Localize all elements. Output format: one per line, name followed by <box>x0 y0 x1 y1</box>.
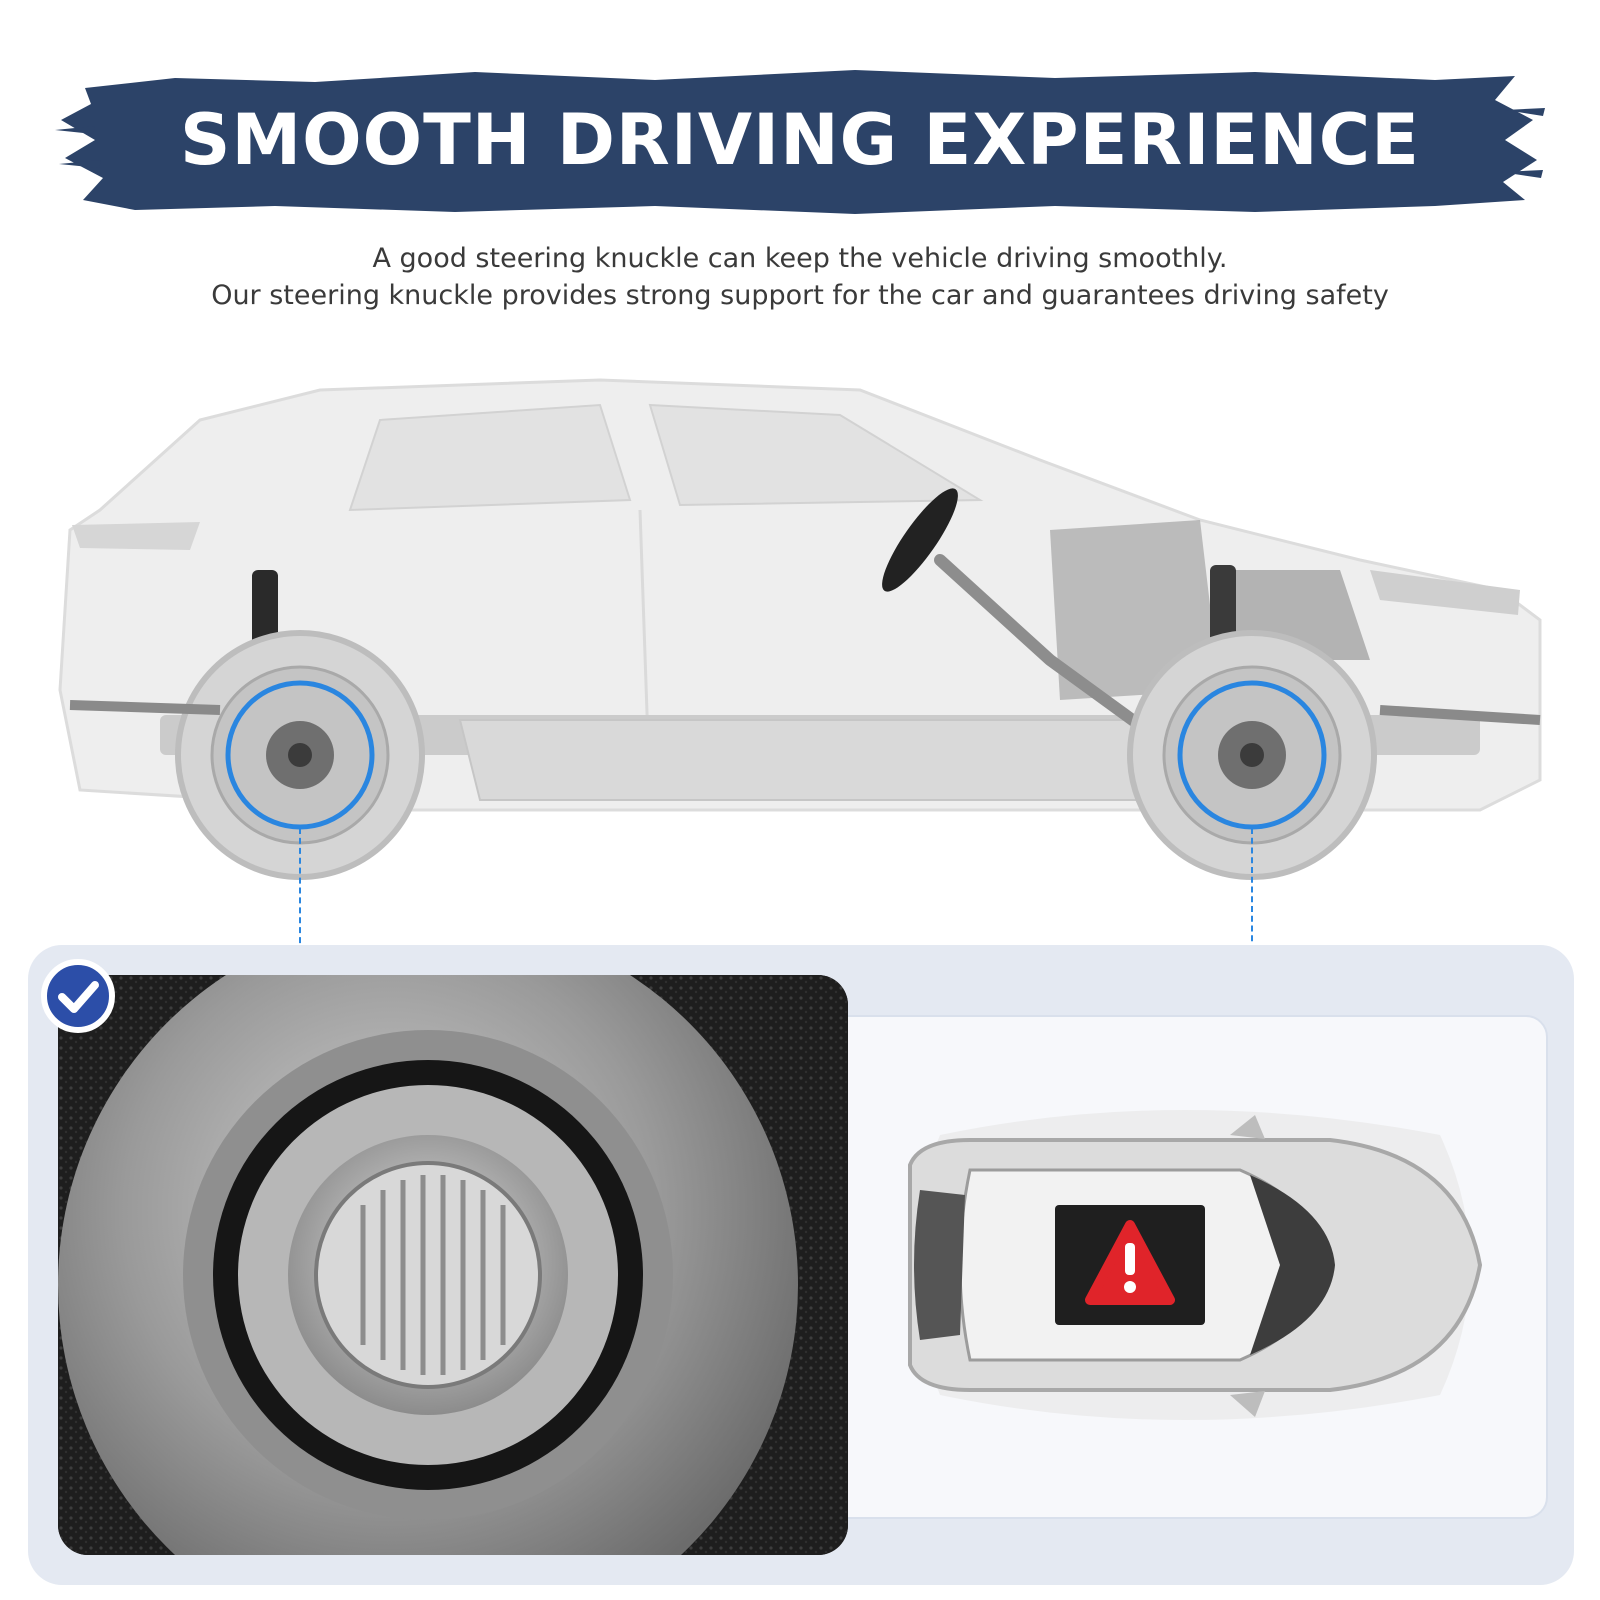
knuckle-hub-image <box>58 975 848 1555</box>
page-title: SMOOTH DRIVING EXPERIENCE <box>180 99 1420 181</box>
car-top-view-illustration <box>908 1110 1483 1420</box>
steering-knuckle-closeup <box>58 975 848 1555</box>
rear-connector-line <box>299 828 301 953</box>
description-line-1: A good steering knuckle can keep the veh… <box>372 243 1228 274</box>
title-banner: SMOOTH DRIVING EXPERIENCE <box>55 60 1545 220</box>
car-side-view-illustration <box>58 378 1542 880</box>
check-circle-icon <box>41 959 115 1033</box>
front-connector-line <box>1251 828 1253 990</box>
description: A good steering knuckle can keep the veh… <box>0 240 1600 314</box>
warning-triangle-icon <box>1085 1220 1175 1305</box>
description-line-2: Our steering knuckle provides strong sup… <box>211 280 1389 311</box>
brush-stroke-background <box>55 70 1545 214</box>
